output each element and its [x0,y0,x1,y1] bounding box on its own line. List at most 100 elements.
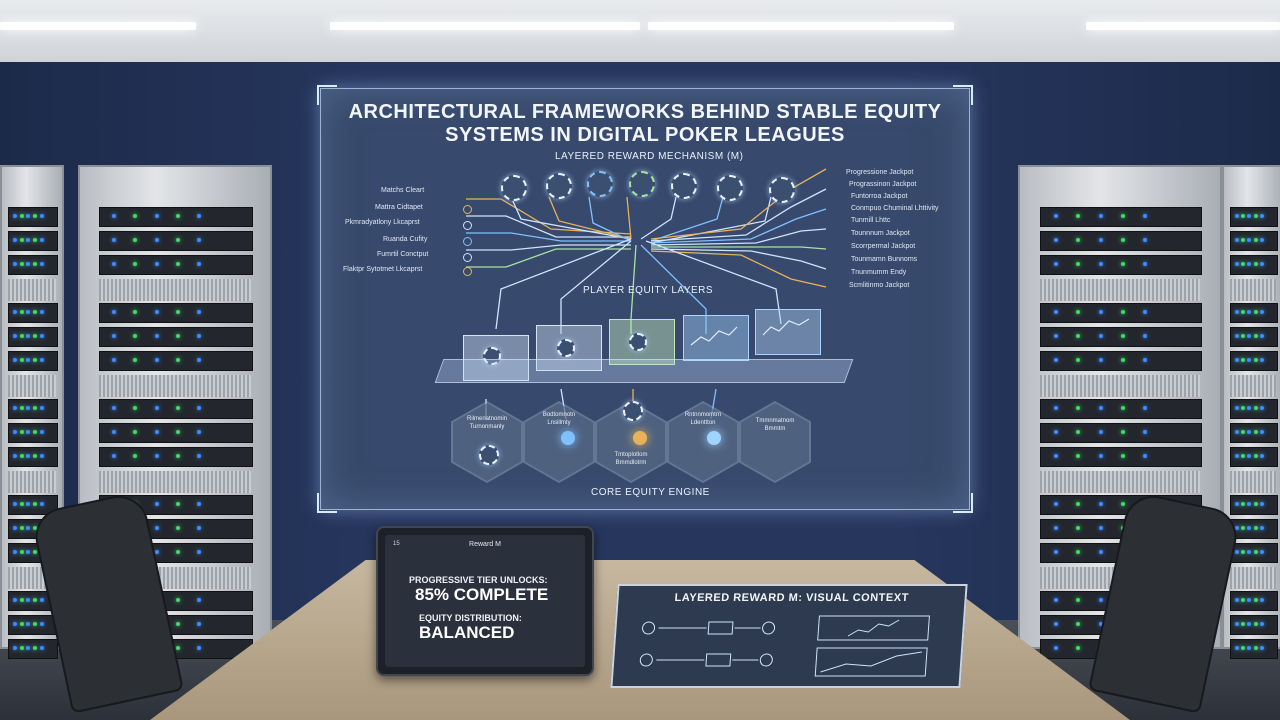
server-unit [8,231,58,251]
status-led-icon [1234,526,1239,530]
status-led-icon [176,406,180,410]
status-led-icon [26,526,31,530]
status-led-icon [1053,262,1058,266]
equity-platform [434,359,854,383]
left-node-label: Mattra Cidtapet [375,204,423,211]
status-led-icon [1121,310,1125,314]
status-led-icon [197,430,202,434]
right-node-label: Conmpuo Chuminal Lhttivity [851,205,939,212]
right-node-label: Prograssinon Jackpot [849,181,917,188]
status-led-icon [1053,334,1058,338]
status-led-icon [1241,262,1245,266]
status-led-icon [1253,214,1258,218]
status-led-icon [12,238,17,242]
status-led-icon [1076,262,1081,266]
status-led-icon [1121,358,1125,362]
status-led-icon [112,310,117,314]
status-led-icon [1247,310,1252,314]
display-title-line2: SYSTEMS IN DIGITAL POKER LEAGUES [445,124,845,146]
left-node-label: Flaktpr Sytotmet Lkcaprst [343,266,423,273]
status-led-icon [1098,334,1103,338]
status-led-icon [1053,646,1058,650]
status-led-icon [33,214,37,218]
ceiling-light [330,22,640,30]
status-led-icon [154,310,159,314]
status-led-icon [33,358,37,362]
status-led-icon [1098,502,1103,506]
status-led-icon [12,310,17,314]
status-led-icon [1241,502,1245,506]
status-led-icon [1247,502,1252,506]
status-led-icon [1143,262,1148,266]
rack-vent [99,471,251,493]
status-led-icon [33,262,37,266]
status-led-icon [19,598,24,602]
poker-chip-icon [629,171,655,197]
equity-distribution-label: EQUITY DISTRIBUTION: [419,613,522,623]
status-led-icon [33,550,37,554]
status-led-icon [1143,310,1148,314]
server-unit [99,231,253,251]
server-unit [99,255,253,275]
status-led-icon [176,262,180,266]
server-unit [99,423,253,443]
status-led-icon [1247,406,1252,410]
status-led-icon [39,406,44,410]
poker-chip-icon [483,347,501,365]
status-led-icon [1247,598,1252,602]
status-led-icon [176,598,180,602]
status-led-icon [1234,454,1239,458]
status-led-icon [33,454,37,458]
status-led-icon [154,550,159,554]
status-led-icon [1234,598,1239,602]
left-node-label: Fumrtil Conctput [377,251,429,258]
right-node-label: Scmlitinmo Jackpot [849,282,910,289]
status-led-icon [33,622,37,626]
status-led-icon [39,646,44,650]
status-led-icon [1241,214,1245,218]
status-led-icon [1241,310,1245,314]
ceiling-light [648,22,954,30]
poster-title: LAYERED REWARD M: VISUAL CONTEXT [674,592,910,604]
server-unit [1040,255,1202,275]
growth-chart-icon [690,326,738,346]
server-unit [1229,231,1279,251]
tablet-screen[interactable]: 15 Reward M PROGRESSIVE TIER UNLOCKS: 85… [385,535,585,667]
status-led-icon [26,310,31,314]
status-led-icon [1253,622,1258,626]
server-unit [1229,423,1279,443]
status-led-icon [12,358,17,362]
display-subtitle: LAYERED REWARD MECHANISM (M) [555,151,744,162]
status-led-icon [197,646,202,650]
status-led-icon [19,502,24,506]
ceiling [0,0,1280,62]
status-led-icon [1053,454,1058,458]
status-led-icon [1260,262,1265,266]
status-led-icon [1098,430,1103,434]
status-led-icon [1241,622,1245,626]
status-led-icon [197,262,202,266]
status-led-icon [1247,454,1252,458]
status-led-icon [133,238,138,242]
status-led-icon [19,334,24,338]
status-led-icon [1121,334,1125,338]
status-led-icon [33,238,37,242]
node-dot [463,237,472,246]
status-led-icon [197,526,202,530]
status-led-icon [39,334,44,338]
status-led-icon [26,598,31,602]
server-unit [1040,303,1202,323]
server-unit [1229,255,1279,275]
status-led-icon [1253,502,1258,506]
server-unit [99,447,253,467]
status-led-icon [1121,454,1125,458]
status-led-icon [26,262,31,266]
status-led-icon [1234,550,1239,554]
status-led-icon [1247,358,1252,362]
status-led-icon [197,334,202,338]
status-led-icon [1143,214,1148,218]
status-led-icon [1241,430,1245,434]
status-led-icon [12,214,17,218]
status-led-icon [19,214,24,218]
status-led-icon [176,310,180,314]
